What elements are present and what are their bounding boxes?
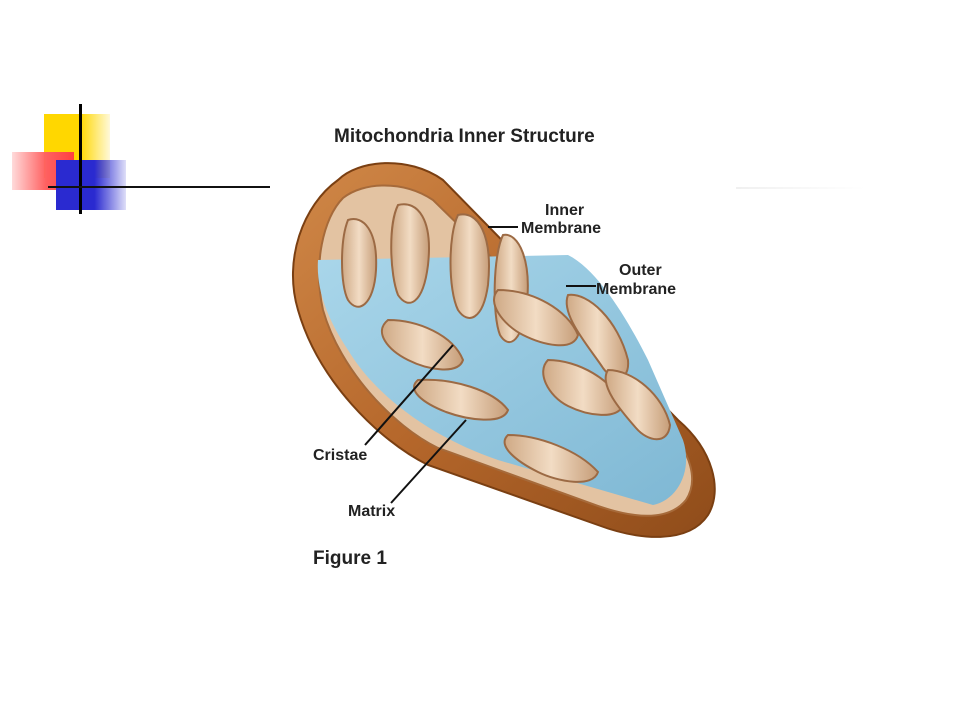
decor-horizontal-line xyxy=(48,186,270,188)
decor-horizontal-line-right xyxy=(736,187,866,189)
matrix-label: Matrix xyxy=(348,503,396,520)
inner-membrane-label-line2: Membrane xyxy=(521,220,602,237)
outer-membrane-label-line2: Membrane xyxy=(596,281,677,298)
figure-caption: Figure 1 xyxy=(313,548,387,569)
inner-membrane-label-line1: Inner xyxy=(545,202,585,219)
figure-title: Mitochondria Inner Structure xyxy=(334,126,595,147)
cristae-label: Cristae xyxy=(313,447,368,464)
leader-lines xyxy=(364,226,596,504)
cristae-leader xyxy=(364,344,454,446)
decor-blue-square xyxy=(56,160,126,210)
decor-vertical-line xyxy=(79,104,82,214)
matrix-leader xyxy=(390,419,467,504)
mitochondria-illustration xyxy=(291,162,716,538)
mitochondria-figure: Mitochondria Inner Structure Inner Membr… xyxy=(268,120,740,602)
outer-membrane-label-line1: Outer xyxy=(619,262,662,279)
